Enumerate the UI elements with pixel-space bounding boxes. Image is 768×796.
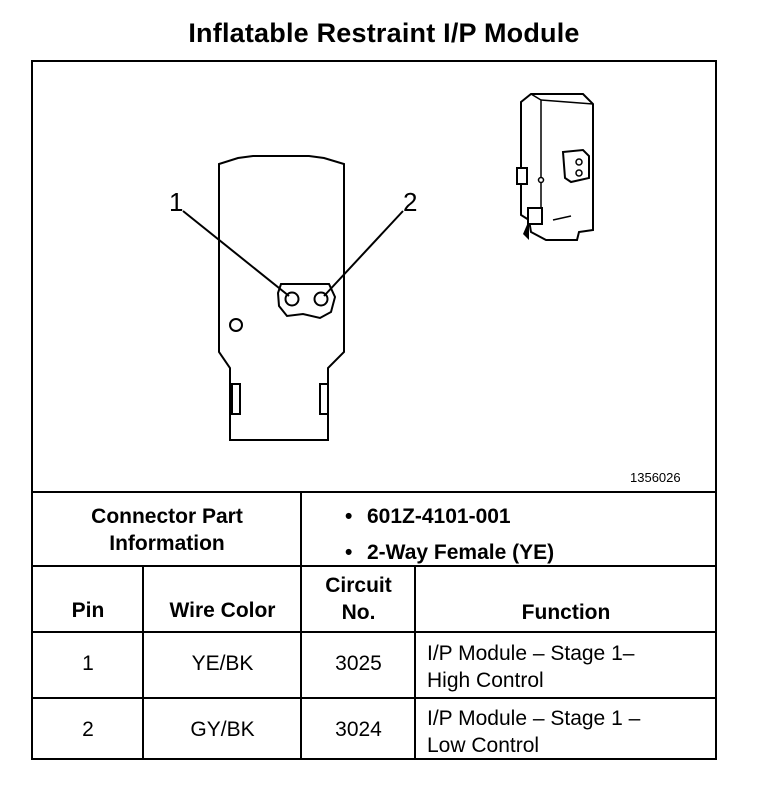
latch-slot-right [319, 383, 329, 415]
diagram-frame [31, 60, 717, 760]
figure-id: 1356026 [630, 470, 681, 485]
connector-info-label: Connector Part Information [33, 503, 301, 557]
divider-row1-row2 [31, 697, 717, 699]
row2-circuit: 3024 [335, 718, 382, 741]
connector-part-number: 601Z-4101-001 [345, 499, 705, 535]
row1-function-line1: I/P Module – Stage 1– [427, 642, 635, 665]
row2-function: I/P Module – Stage 1 – Low Control [427, 705, 717, 759]
header-function: Function [521, 601, 611, 624]
divider-diagram-table [31, 491, 717, 493]
header-pin: Pin [71, 599, 105, 622]
header-wire-color: Wire Color [169, 599, 276, 622]
divider-connector-info [300, 491, 302, 567]
row1-wire-color: YE/BK [191, 652, 254, 675]
page-title: Inflatable Restraint I/P Module [188, 18, 580, 48]
callout-2-leader [323, 210, 404, 297]
row2-pin: 2 [82, 718, 94, 741]
header-circuit-no: Circuit No. [302, 572, 415, 626]
row2-function-line1: I/P Module – Stage 1 – [427, 707, 641, 730]
row1-pin: 1 [82, 652, 94, 675]
header-circuit-line1: Circuit [325, 574, 392, 597]
connector-body-illustration [516, 93, 594, 241]
polarization-hole [229, 318, 243, 332]
callout-1-leader [182, 210, 290, 297]
row1-function-line2: High Control [427, 669, 544, 692]
latch-slot-left [231, 383, 241, 415]
col-divider-circuit [414, 565, 416, 760]
connector-diagram: 1 2 [169, 93, 594, 441]
row2-function-line2: Low Control [427, 734, 540, 757]
connector-info-list: 601Z-4101-001 2-Way Female (YE) [345, 499, 705, 571]
connector-type: 2-Way Female (YE) [345, 535, 705, 571]
connector-info-label-line2: Information [109, 532, 225, 555]
connector-info-label-line1: Connector Part [91, 505, 243, 528]
col-divider-pin [142, 565, 144, 760]
row2-wire-color: GY/BK [190, 718, 255, 741]
col-divider-wire [300, 565, 302, 760]
callout-2-label: 2 [403, 187, 417, 217]
divider-header-row1 [31, 631, 717, 633]
row1-circuit: 3025 [335, 652, 382, 675]
header-circuit-line2: No. [341, 601, 376, 624]
row1-function: I/P Module – Stage 1– High Control [427, 640, 717, 694]
callout-1-label: 1 [169, 187, 183, 217]
